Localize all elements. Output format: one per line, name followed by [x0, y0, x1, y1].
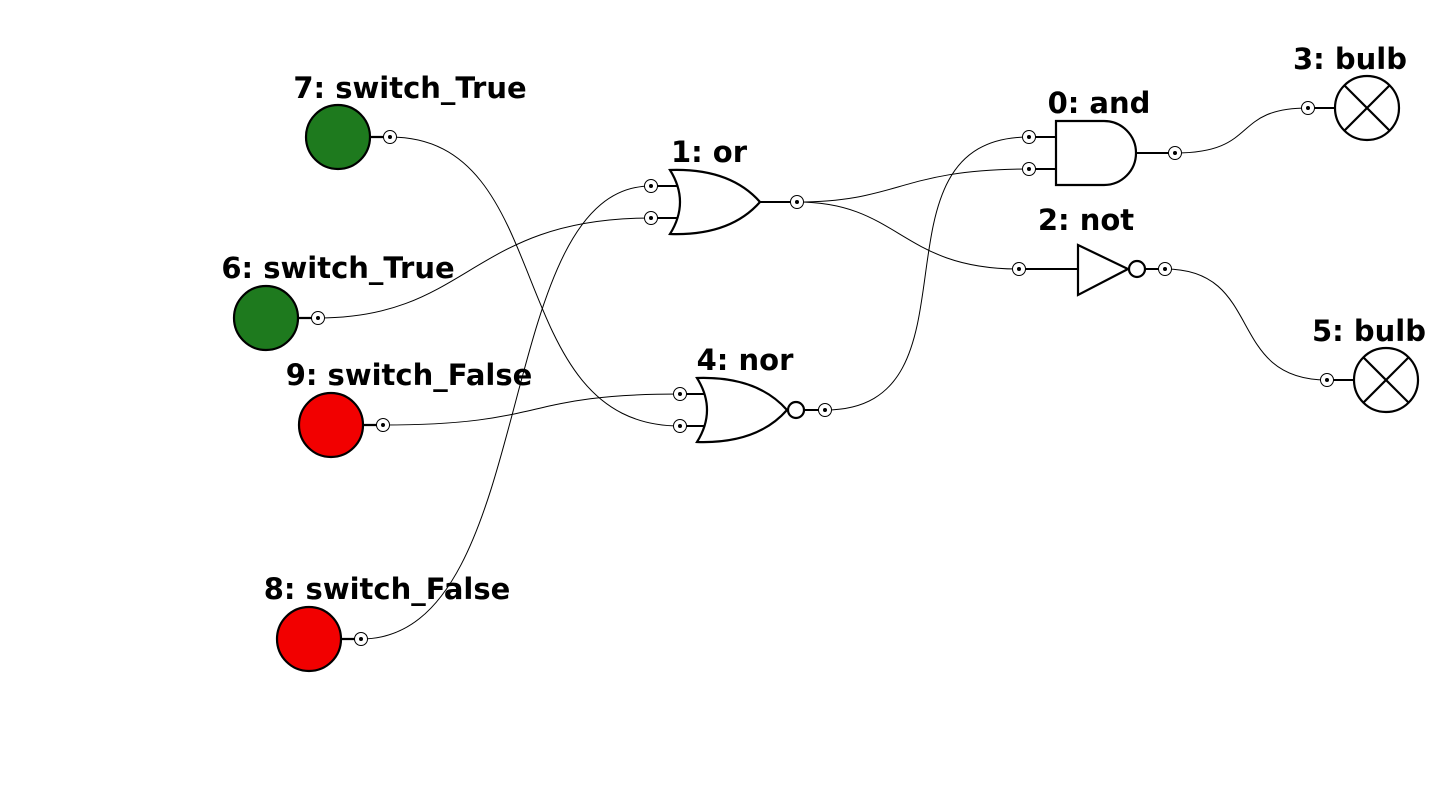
wire-and-to-bulb3 [1174, 107, 1309, 154]
not-inversion-bubble [1127, 259, 1147, 279]
switch-knob[interactable] [232, 284, 300, 352]
gate-label: 0: and [1048, 86, 1151, 120]
and-gate-body [1054, 119, 1138, 187]
gate-nor-4[interactable]: 4: nor [673, 343, 832, 444]
nor-gate-body [695, 376, 789, 444]
or-gate-body [668, 168, 762, 236]
gate-or-1[interactable]: 1: or [644, 135, 804, 236]
wire-nor-to-and [824, 136, 1030, 411]
nor-inversion-bubble [786, 400, 806, 420]
input-pin-dot [649, 216, 653, 220]
switch-9[interactable]: 9: switch_False [286, 358, 533, 459]
switch-label: 6: switch_True [221, 251, 454, 285]
input-pin-dot [678, 424, 682, 428]
output-pin-dot [381, 423, 385, 427]
not-gate-body [1076, 243, 1131, 297]
wire-switch9-to-nor [382, 393, 681, 426]
switch-label: 7: switch_True [293, 71, 526, 105]
wire-or-to-not [796, 201, 1020, 270]
wire-not-to-bulb5 [1164, 268, 1328, 381]
output-pin-dot [316, 316, 320, 320]
switch-7[interactable]: 7: switch_True [293, 71, 527, 171]
switch-label: 8: switch_False [264, 572, 511, 606]
gate-label: 2: not [1038, 203, 1134, 237]
input-pin-dot [1027, 167, 1031, 171]
input-pin-dot [678, 392, 682, 396]
wire-switch6-to-or [317, 217, 652, 319]
input-pin-dot [1306, 106, 1310, 110]
input-pin-dot [1325, 378, 1329, 382]
gate-not-2[interactable]: 2: not [1012, 203, 1172, 297]
output-pin-dot [823, 408, 827, 412]
switch-knob[interactable] [297, 391, 365, 459]
switch-knob[interactable] [304, 103, 372, 171]
switch-6[interactable]: 6: switch_True [221, 251, 455, 352]
input-pin-dot [1017, 267, 1021, 271]
output-pin-dot [388, 135, 392, 139]
wires [317, 107, 1328, 640]
bulb-3[interactable]: 3: bulb [1293, 42, 1407, 142]
bulb-label: 3: bulb [1293, 42, 1407, 76]
bulb-cross [1343, 84, 1391, 132]
bulb-5[interactable]: 5: bulb [1312, 314, 1426, 414]
output-pin-dot [1173, 151, 1177, 155]
switch-8[interactable]: 8: switch_False [264, 572, 511, 673]
output-pin-dot [795, 200, 799, 204]
input-pin-dot [1027, 135, 1031, 139]
gate-label: 1: or [671, 135, 748, 169]
output-pin-dot [1163, 267, 1167, 271]
gate-label: 4: nor [697, 343, 794, 377]
bulb-label: 5: bulb [1312, 314, 1426, 348]
input-pin-dot [649, 184, 653, 188]
gate-and-0[interactable]: 0: and [1022, 86, 1182, 187]
wire-switch7-to-nor [389, 136, 681, 427]
switch-knob[interactable] [275, 605, 343, 673]
bulb-cross [1362, 356, 1410, 404]
output-pin-dot [359, 637, 363, 641]
switch-label: 9: switch_False [286, 358, 533, 392]
wire-or-to-and [796, 168, 1030, 203]
wire-switch8-to-or [360, 185, 652, 640]
